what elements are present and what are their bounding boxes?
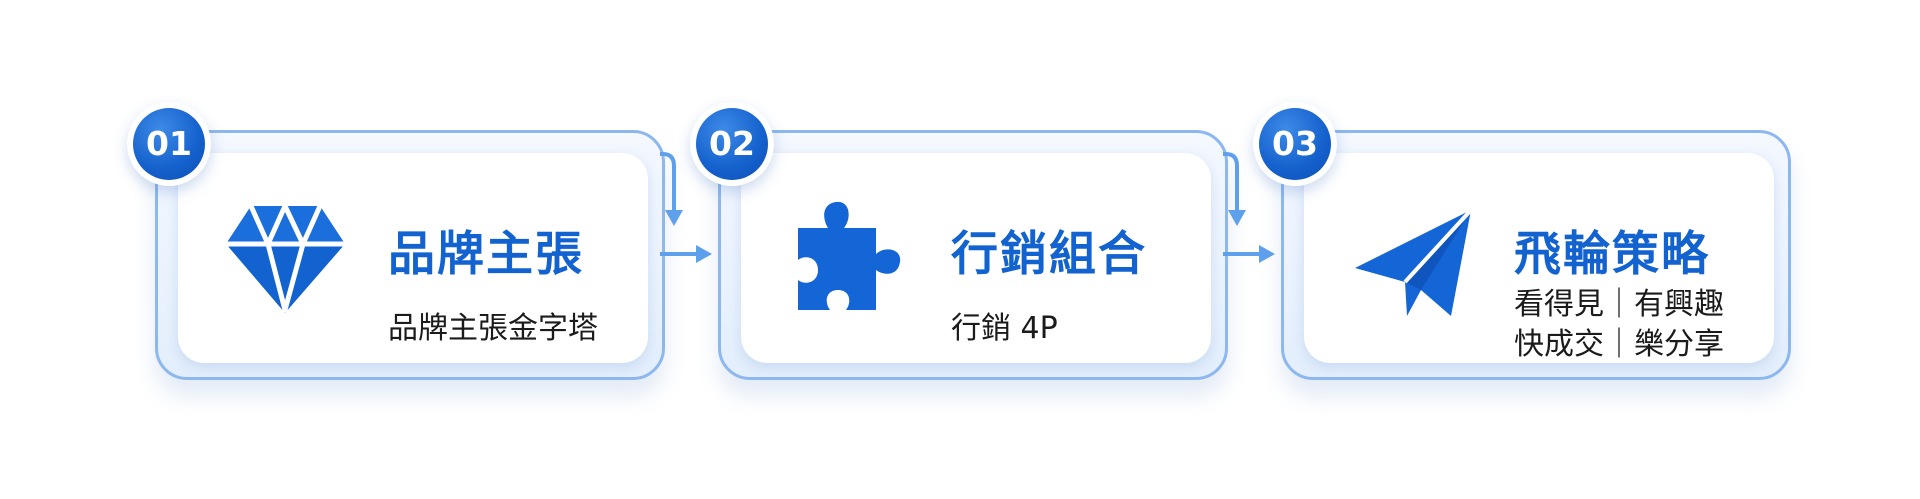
connector-arrow-1: [660, 152, 712, 263]
step-subtitle: 看得見｜有興趣 快成交｜樂分享: [1514, 285, 1724, 365]
step-card-frame: 行銷組合 行銷 4P: [718, 130, 1228, 380]
step-title: 行銷組合: [951, 227, 1147, 282]
step-title: 飛輪策略: [1514, 227, 1710, 282]
step-number-badge: 03: [1253, 102, 1337, 186]
step-card-1: 品牌主張 品牌主張金字塔 01: [127, 102, 665, 380]
step-card-body: 行銷組合 行銷 4P: [741, 153, 1211, 363]
puzzle-piece-icon: [798, 201, 901, 310]
step-card-3: 飛輪策略 看得見｜有興趣 快成交｜樂分享 03: [1253, 102, 1791, 380]
step-subtitle: 行銷 4P: [951, 311, 1058, 346]
connector-arrow-2: [1223, 152, 1275, 263]
step-subtitle-line: 看得見｜有興趣: [1514, 287, 1724, 322]
step-card-body: 品牌主張 品牌主張金字塔: [178, 153, 648, 363]
paper-plane-icon: [1355, 208, 1473, 316]
diamond-icon: [226, 203, 345, 313]
step-card-frame: 飛輪策略 看得見｜有興趣 快成交｜樂分享: [1281, 130, 1791, 380]
step-card-2: 行銷組合 行銷 4P 02: [690, 102, 1228, 380]
step-number: 01: [133, 108, 205, 180]
step-title: 品牌主張: [388, 227, 584, 282]
step-number-badge: 01: [127, 102, 211, 186]
step-number-badge: 02: [690, 102, 774, 186]
step-card-frame: 品牌主張 品牌主張金字塔: [155, 130, 665, 380]
step-subtitle-line: 快成交｜樂分享: [1514, 327, 1724, 362]
step-number: 02: [696, 108, 768, 180]
step-subtitle: 品牌主張金字塔: [388, 311, 598, 346]
step-card-body: 飛輪策略 看得見｜有興趣 快成交｜樂分享: [1304, 153, 1774, 363]
step-number: 03: [1259, 108, 1331, 180]
